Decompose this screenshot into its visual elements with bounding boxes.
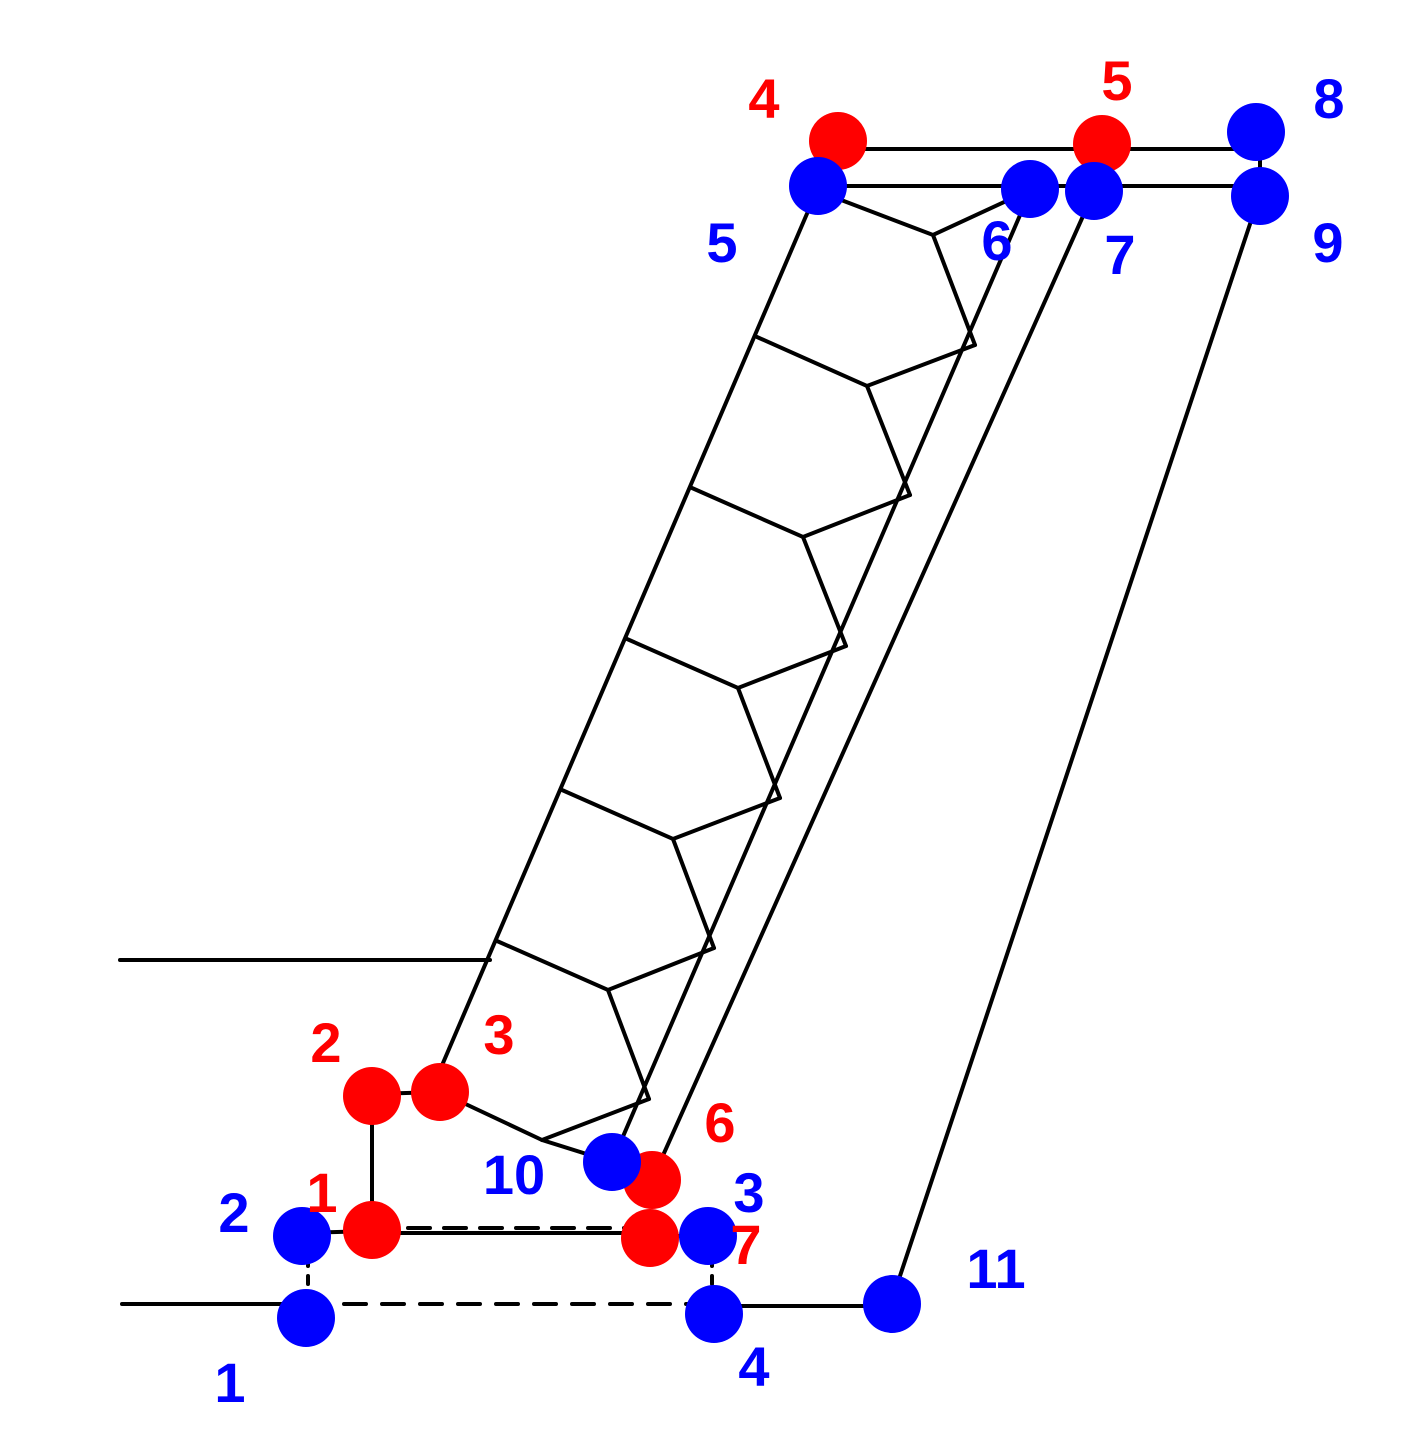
mesh-row-2b [865,384,912,497]
blue-node-2 [273,1207,331,1265]
red-label-1: 1 [306,1161,337,1224]
blue-node-7 [1065,162,1123,220]
blue-node-11 [863,1275,921,1333]
red-nodes [343,112,1131,1267]
mesh-row-5 [560,788,782,842]
blue-node-3 [679,1207,737,1265]
blue-label-2: 2 [218,1181,249,1244]
mesh-row-1b [931,233,977,347]
mesh-row-5b [671,837,716,950]
blue-node-6 [1001,160,1059,218]
blue-nodes [273,103,1289,1347]
red-node-4 [809,112,867,170]
blue-label-3: 3 [733,1161,764,1224]
blue-label-7: 7 [1104,223,1135,286]
blue-node-4 [685,1285,743,1343]
edge-outer-diagonal [650,194,1094,1182]
red-label-2: 2 [310,1011,341,1074]
red-label-5: 5 [1101,49,1132,112]
blue-label-8: 8 [1313,67,1344,130]
mesh-row-3 [690,486,912,540]
mesh-row-4b [736,686,782,800]
blue-node-1 [277,1289,335,1347]
red-node-5 [1073,115,1131,173]
red-node-2 [343,1067,401,1125]
blue-label-4: 4 [738,1335,769,1398]
edges [118,130,1262,1308]
edge-right-diagonal [890,198,1260,1302]
red-label-6: 6 [704,1091,735,1154]
red-label-4: 4 [748,67,779,130]
blue-node-5 [789,157,847,215]
blue-labels: 1 2 3 4 5 6 7 8 9 10 11 [214,67,1344,1414]
red-label-3: 3 [483,1003,514,1066]
edge-inner-diagonal [610,190,1032,1164]
blue-label-6: 6 [981,209,1012,272]
mesh-row-3b [801,535,848,648]
mesh-row-6b [606,988,651,1101]
blue-label-10: 10 [483,1143,545,1206]
blue-label-9: 9 [1312,211,1343,274]
mesh-row-4 [625,637,848,691]
mesh-row-6 [495,939,716,993]
blue-label-5: 5 [706,211,737,274]
mesh-row-2 [755,335,977,389]
blue-label-11: 11 [966,1237,1025,1300]
red-node-1 [343,1201,401,1259]
edge-left-diagonal [438,193,817,1072]
red-node-7 [621,1209,679,1267]
blue-node-9 [1231,167,1289,225]
red-label-7: 7 [730,1213,761,1276]
blue-node-10 [583,1133,641,1191]
mesh-row-7 [438,1090,651,1143]
red-labels: 1 2 3 4 5 6 7 [306,49,1132,1276]
blue-node-8 [1227,103,1285,161]
blue-label-1: 1 [214,1351,245,1414]
red-node-3 [411,1063,469,1121]
